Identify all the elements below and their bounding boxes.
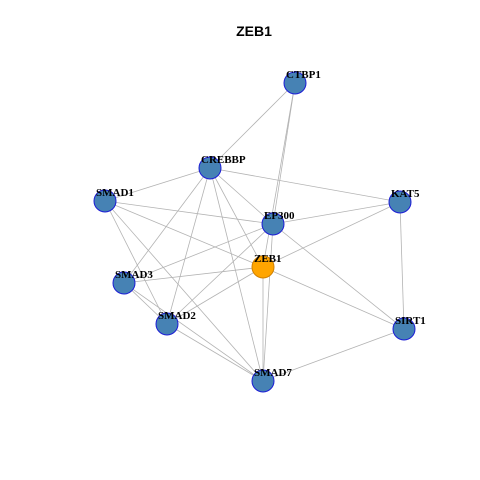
- node-circle-smad2[interactable]: [155, 312, 179, 336]
- edge-kat5-sirt1: [399, 201, 405, 330]
- edge-crebbp-smad3: [123, 167, 211, 284]
- node-circle-zeb1[interactable]: [251, 255, 275, 279]
- node-ep300[interactable]: EP300: [261, 210, 295, 236]
- edge-ep300-smad7: [262, 223, 274, 382]
- node-crebbp[interactable]: CREBBP: [198, 154, 246, 180]
- edges-layer: [104, 82, 405, 382]
- node-smad1[interactable]: SMAD1: [93, 187, 134, 213]
- edge-ctbp1-ep300: [272, 82, 296, 225]
- edge-zeb1-smad2: [166, 266, 264, 325]
- edge-zeb1-smad3: [123, 266, 264, 284]
- edge-crebbp-smad2: [166, 167, 211, 325]
- node-smad7[interactable]: SMAD7: [251, 367, 292, 393]
- node-circle-smad7[interactable]: [251, 369, 275, 393]
- node-label-smad1: SMAD1: [96, 187, 134, 199]
- edge-sirt1-smad7: [262, 328, 405, 382]
- edge-smad1-smad7: [104, 200, 264, 382]
- edge-crebbp-smad1: [104, 167, 211, 202]
- edge-ep300-smad2: [166, 223, 274, 325]
- edge-smad1-ep300: [104, 200, 274, 225]
- node-ctbp1[interactable]: CTBP1: [283, 69, 321, 95]
- edge-smad3-smad7: [123, 282, 264, 382]
- node-circle-ctbp1[interactable]: [283, 71, 307, 95]
- node-label-ep300: EP300: [264, 210, 295, 222]
- edge-crebbp-zeb1: [209, 167, 264, 268]
- edge-smad1-smad2: [104, 200, 168, 325]
- graph-title: ZEB1: [236, 23, 272, 39]
- node-label-smad2: SMAD2: [158, 310, 196, 322]
- node-circle-sirt1[interactable]: [392, 317, 416, 341]
- node-smad3[interactable]: SMAD3: [112, 269, 153, 295]
- edge-zeb1-sirt1: [262, 266, 405, 330]
- edge-ctbp1-crebbp: [209, 82, 296, 169]
- edge-ctbp1-zeb1: [262, 82, 296, 268]
- edge-smad1-zeb1: [104, 200, 264, 268]
- edge-crebbp-kat5: [209, 167, 401, 203]
- edge-smad2-smad7: [166, 323, 264, 382]
- node-zeb1[interactable]: ZEB1: [251, 253, 282, 279]
- node-label-zeb1: ZEB1: [254, 253, 282, 265]
- node-label-kat5: KAT5: [391, 188, 420, 200]
- node-kat5[interactable]: KAT5: [388, 188, 420, 214]
- edge-kat5-zeb1: [262, 201, 401, 268]
- edge-ep300-sirt1: [272, 223, 405, 330]
- node-label-sirt1: SIRT1: [395, 315, 426, 327]
- node-label-ctbp1: CTBP1: [286, 69, 321, 81]
- node-smad2[interactable]: SMAD2: [155, 310, 196, 336]
- node-circle-smad1[interactable]: [93, 189, 117, 213]
- node-circle-crebbp[interactable]: [198, 156, 222, 180]
- edge-ep300-smad3: [123, 223, 274, 284]
- node-circle-ep300[interactable]: [261, 212, 285, 236]
- node-label-smad3: SMAD3: [115, 269, 153, 281]
- node-label-crebbp: CREBBP: [201, 154, 246, 166]
- edge-crebbp-ep300: [209, 167, 274, 225]
- edge-crebbp-smad7: [209, 167, 264, 382]
- node-sirt1[interactable]: SIRT1: [392, 315, 426, 341]
- node-circle-kat5[interactable]: [388, 190, 412, 214]
- node-circle-smad3[interactable]: [112, 271, 136, 295]
- node-label-smad7: SMAD7: [254, 367, 292, 379]
- edge-kat5-ep300: [272, 201, 401, 225]
